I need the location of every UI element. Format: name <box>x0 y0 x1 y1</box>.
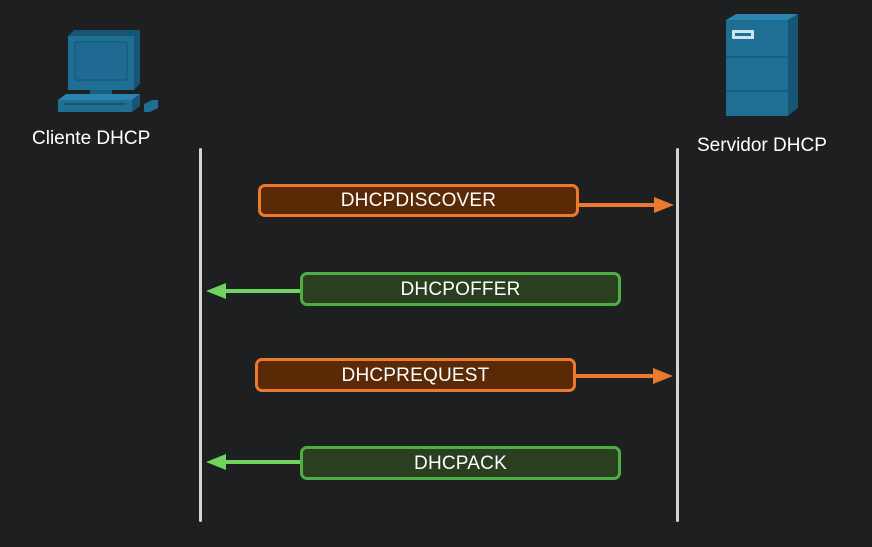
request-arrow <box>575 368 673 384</box>
offer-arrow <box>206 283 302 299</box>
discover-arrow <box>578 197 674 213</box>
dhcpoffer-message: DHCPOFFER <box>300 272 621 306</box>
dhcprequest-message: DHCPREQUEST <box>255 358 576 392</box>
desktop-computer-icon <box>58 30 158 112</box>
server-tower-icon <box>726 14 798 116</box>
client-label: Cliente DHCP <box>32 128 151 149</box>
dhcpdiscover-message: DHCPDISCOVER <box>258 184 579 217</box>
client-lifeline <box>199 148 202 522</box>
server-label: Servidor DHCP <box>697 135 827 156</box>
dhcpack-message: DHCPACK <box>300 446 621 480</box>
server-lifeline <box>676 148 679 522</box>
ack-arrow <box>206 454 302 470</box>
